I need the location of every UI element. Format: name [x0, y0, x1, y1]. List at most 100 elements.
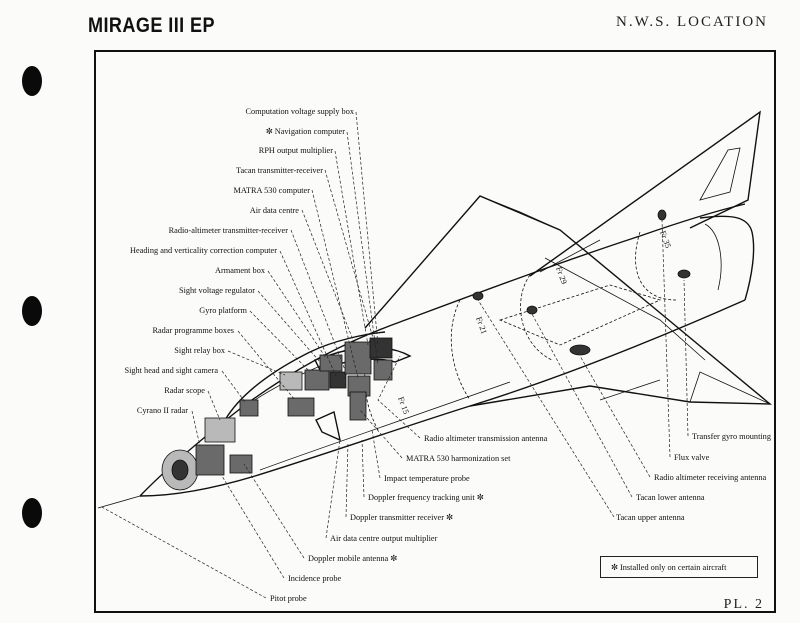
leader-line — [99, 505, 267, 599]
fin — [529, 110, 761, 277]
tacan-upper-antenna — [657, 209, 667, 221]
frame-21 — [450, 299, 471, 401]
frame-stations: Fr 15 Fr 21 Fr 29 Fr 35 — [364, 230, 677, 431]
doppler-unit — [229, 454, 253, 474]
leader-line — [661, 219, 671, 458]
label-doppler-transmitter-receiver: Doppler transmitter receiver ✼ — [350, 513, 453, 522]
label-air-data-centre: Air data centre — [250, 206, 300, 215]
label-radar-scope: Radar scope — [164, 386, 205, 395]
label-armament-box: Armament box — [215, 266, 266, 275]
leader-line — [371, 429, 381, 479]
binder-hole — [22, 66, 42, 96]
label-impact-temperature-probe: Impact temperature probe — [384, 474, 470, 483]
transfer-gyro — [677, 269, 691, 279]
leader-line — [346, 131, 379, 366]
section-heading: N.W.S. LOCATION — [616, 14, 768, 30]
label-rph-output-multiplier: RPH output multiplier — [259, 146, 333, 155]
tacan-box — [369, 337, 393, 359]
cyrano-radar — [195, 444, 225, 476]
leader-line — [325, 439, 341, 539]
diagram-frame — [94, 50, 776, 613]
label-navigation-computer: ✼ Navigation computer — [266, 127, 346, 136]
pitot-boom — [97, 495, 141, 509]
leader-line — [377, 355, 421, 439]
fuel-area — [498, 284, 662, 346]
leader-line — [311, 189, 359, 379]
leader-line — [227, 350, 286, 376]
leader-line — [301, 209, 356, 346]
leader-line — [531, 313, 633, 498]
frame-label: Fr 15 — [396, 396, 411, 416]
sight-head — [239, 399, 259, 417]
leader-line — [361, 439, 365, 498]
leader-line — [345, 441, 349, 518]
tail-cone — [699, 215, 755, 301]
heading-computer — [329, 371, 347, 389]
label-sight-head-sight-camera: Sight head and sight camera — [124, 366, 218, 375]
label-radio-altimeter-transmitter-receiver: Radio-altimeter transmitter-receiver — [169, 226, 289, 235]
leader-line — [683, 279, 689, 437]
leader-line — [477, 299, 615, 518]
radar-scope-box — [204, 417, 236, 443]
leader-lines — [99, 111, 689, 599]
leader-line — [359, 409, 403, 459]
label-tacan-transmitter-receiver: Tacan transmitter-receiver — [236, 166, 323, 175]
sight-relay-box — [279, 371, 303, 391]
label-flux-valve: Flux valve — [674, 453, 710, 462]
label-tacan-upper-antenna: Tacan upper antenna — [616, 513, 685, 522]
leader-line — [267, 270, 327, 359]
label-matra-harmonization-set: MATRA 530 harmonization set — [406, 454, 511, 463]
armament-box — [319, 354, 343, 372]
fin-panel — [699, 147, 741, 201]
leader-line — [290, 229, 346, 371]
flux-valve — [569, 344, 591, 356]
frame-label: Fr 21 — [474, 316, 489, 336]
labels-right: Transfer gyro mounting Flux valve Radio … — [616, 432, 771, 522]
matra-harmonization — [349, 391, 367, 421]
fin-root — [539, 239, 601, 273]
leader-line — [191, 410, 201, 447]
label-radio-altimeter-receiving-antenna: Radio altimeter receiving antenna — [654, 473, 767, 482]
leader-line — [207, 390, 221, 421]
tail-ring — [704, 223, 722, 291]
label-sight-voltage-regulator: Sight voltage regulator — [179, 286, 255, 295]
leader-line — [579, 355, 651, 478]
lower-line — [259, 381, 511, 471]
page-title: MIRAGE III EP — [88, 14, 216, 37]
label-doppler-mobile-antenna: Doppler mobile antenna ✼ — [308, 554, 397, 563]
label-tacan-lower-antenna: Tacan lower antenna — [636, 493, 705, 502]
leader-line — [355, 111, 379, 346]
leader-line — [334, 150, 369, 346]
label-gyro-platform: Gyro platform — [199, 306, 247, 315]
label-computation-voltage-supply-box: Computation voltage supply box — [245, 107, 354, 116]
radar-dish-core — [171, 459, 189, 481]
label-matra-530-computer: MATRA 530 computer — [233, 186, 310, 195]
frame-label: Fr 29 — [554, 266, 569, 286]
radar-prog-box — [287, 397, 315, 417]
label-incidence-probe: Incidence probe — [288, 574, 342, 583]
label-doppler-frequency-tracking-unit: Doppler frequency tracking unit ✼ — [368, 493, 484, 502]
label-pitot-probe: Pitot probe — [270, 594, 307, 603]
label-air-data-centre-output-multiplier: Air data centre output multiplier — [330, 534, 438, 543]
frame-29 — [520, 274, 553, 361]
intake-lower — [315, 411, 341, 442]
fuselage-bottom — [139, 299, 746, 497]
leader-line — [324, 169, 376, 346]
labels-left: Computation voltage supply box ✼ Navigat… — [124, 107, 354, 415]
navigation-computer — [373, 359, 393, 381]
leader-line — [257, 290, 321, 363]
frame-label: Fr 35 — [658, 230, 673, 250]
label-radio-altimeter-transmission-antenna: Radio altimeter transmission antenna — [424, 434, 548, 443]
label-cyrano-radar: Cyrano II radar — [137, 406, 188, 415]
legend-text: ✼ Installed only on certain aircraft — [611, 563, 727, 572]
leader-line — [279, 250, 337, 377]
binder-hole — [22, 498, 42, 528]
leader-line — [249, 310, 311, 373]
page-number: PL. 2 — [723, 597, 764, 612]
labels-bottom: Radio altimeter transmission antenna MAT… — [270, 434, 548, 603]
leader-line — [243, 463, 305, 559]
binder-hole — [22, 296, 42, 326]
lower-line-2 — [599, 379, 661, 401]
air-data-centre — [344, 341, 372, 375]
label-sight-relay-box: Sight relay box — [174, 346, 226, 355]
